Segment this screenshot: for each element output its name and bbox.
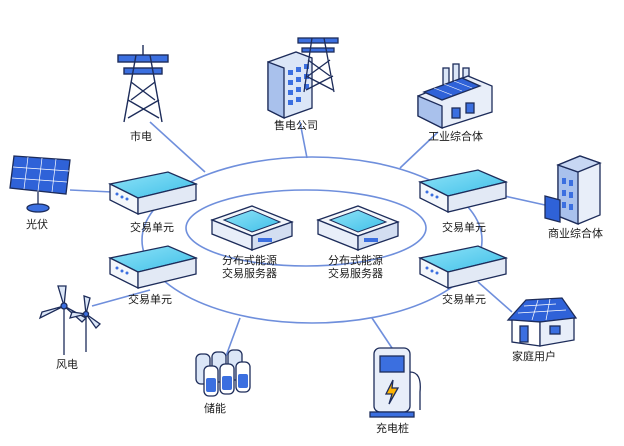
server-label-line1: 分布式能源	[328, 253, 383, 267]
server-label-line2: 交易服务器	[328, 266, 383, 280]
outer-ring	[141, 156, 483, 324]
grid-label: 市电	[130, 129, 152, 143]
ev-charger-icon	[369, 347, 421, 418]
server-label-line1: 分布式能源	[222, 253, 277, 267]
link-storage	[225, 317, 241, 357]
solar-label: 光伏	[26, 217, 48, 231]
utility-label: 售电公司	[274, 118, 318, 132]
trading-unit-device	[108, 245, 199, 290]
factory-icon	[417, 63, 493, 130]
trading-unit-label: 交易单元	[128, 292, 172, 306]
link-industrial	[399, 131, 439, 169]
transmission-tower-icon	[117, 45, 169, 123]
link-wind	[91, 289, 151, 307]
link-charger	[371, 317, 393, 349]
home-label: 家庭用户	[512, 349, 556, 363]
wind-turbine-icon	[38, 285, 102, 355]
house-icon	[506, 297, 578, 347]
inner-ring	[185, 189, 427, 267]
trading-server-device	[210, 205, 294, 251]
solar-panel-icon	[9, 155, 71, 213]
link-solar	[69, 189, 113, 193]
trading-unit-label: 交易单元	[442, 220, 486, 234]
trading-server-device	[316, 205, 400, 251]
server-label-line2: 交易服务器	[222, 266, 277, 280]
trading-unit-label: 交易单元	[130, 220, 174, 234]
trading-unit-label: 交易单元	[442, 292, 486, 306]
link-grid	[149, 121, 206, 173]
trading-unit-device	[108, 171, 199, 216]
trading-unit-device	[418, 169, 509, 214]
charger-label: 充电桩	[376, 421, 409, 435]
industrial-label: 工业综合体	[428, 129, 483, 143]
battery-cells-icon	[195, 349, 251, 397]
wind-label: 风电	[56, 358, 78, 371]
link-commercial	[499, 194, 546, 206]
commercial-label: 商业综合体	[548, 226, 603, 240]
connection-lines	[69, 121, 546, 357]
utility-building-icon	[267, 37, 339, 120]
link-home	[477, 281, 513, 313]
storage-label: 储能	[204, 401, 226, 415]
office-building-icon	[544, 155, 602, 225]
trading-unit-device	[418, 245, 509, 290]
link-utility	[299, 121, 308, 159]
